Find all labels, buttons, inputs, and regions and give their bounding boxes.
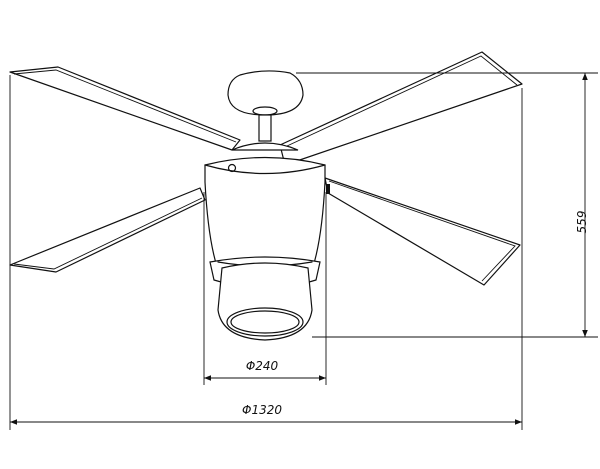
body-diameter-label: Φ240 [246, 359, 279, 373]
blade-right-upper [279, 51, 523, 166]
motor-cap [231, 142, 299, 151]
blade-left-upper [9, 66, 241, 151]
blade-left-lower [9, 187, 206, 273]
downrod [258, 114, 272, 142]
height-dimension: 559 [296, 72, 598, 338]
screw-icon [227, 163, 237, 173]
blade-right-lower [324, 177, 521, 286]
ceiling-canopy [227, 70, 304, 116]
body-diameter-dimension: Φ240 [203, 192, 327, 385]
span-label: Φ1320 [242, 403, 282, 417]
span-dimension: Φ1320 [9, 75, 523, 430]
side-switch [326, 184, 330, 194]
motor-body [204, 156, 330, 271]
height-label: 559 [575, 211, 589, 234]
light-kit-glass [217, 262, 313, 341]
